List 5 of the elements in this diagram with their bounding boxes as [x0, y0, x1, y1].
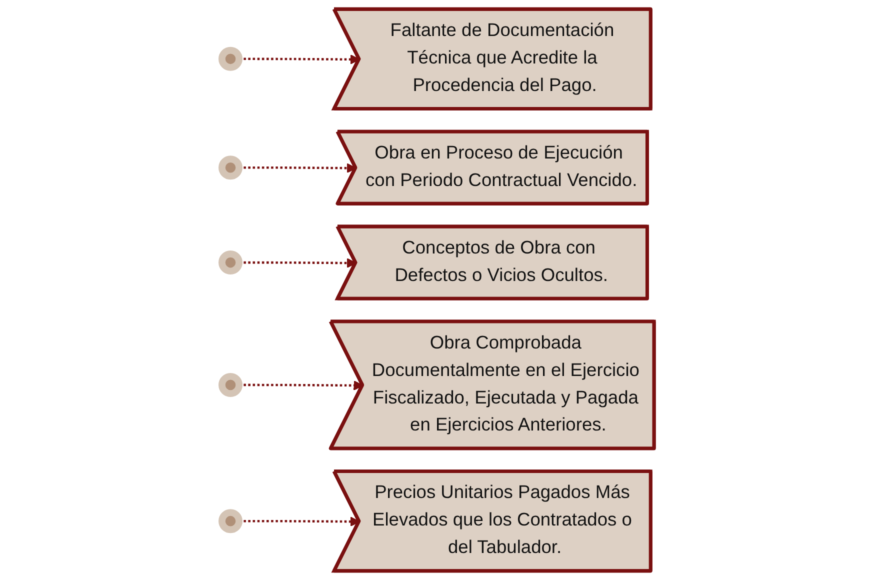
node-circle: [218, 250, 243, 275]
node-circle: [218, 372, 243, 397]
node-circle: [218, 156, 243, 180]
node-circle: [218, 509, 243, 534]
node-circle: [218, 46, 243, 71]
